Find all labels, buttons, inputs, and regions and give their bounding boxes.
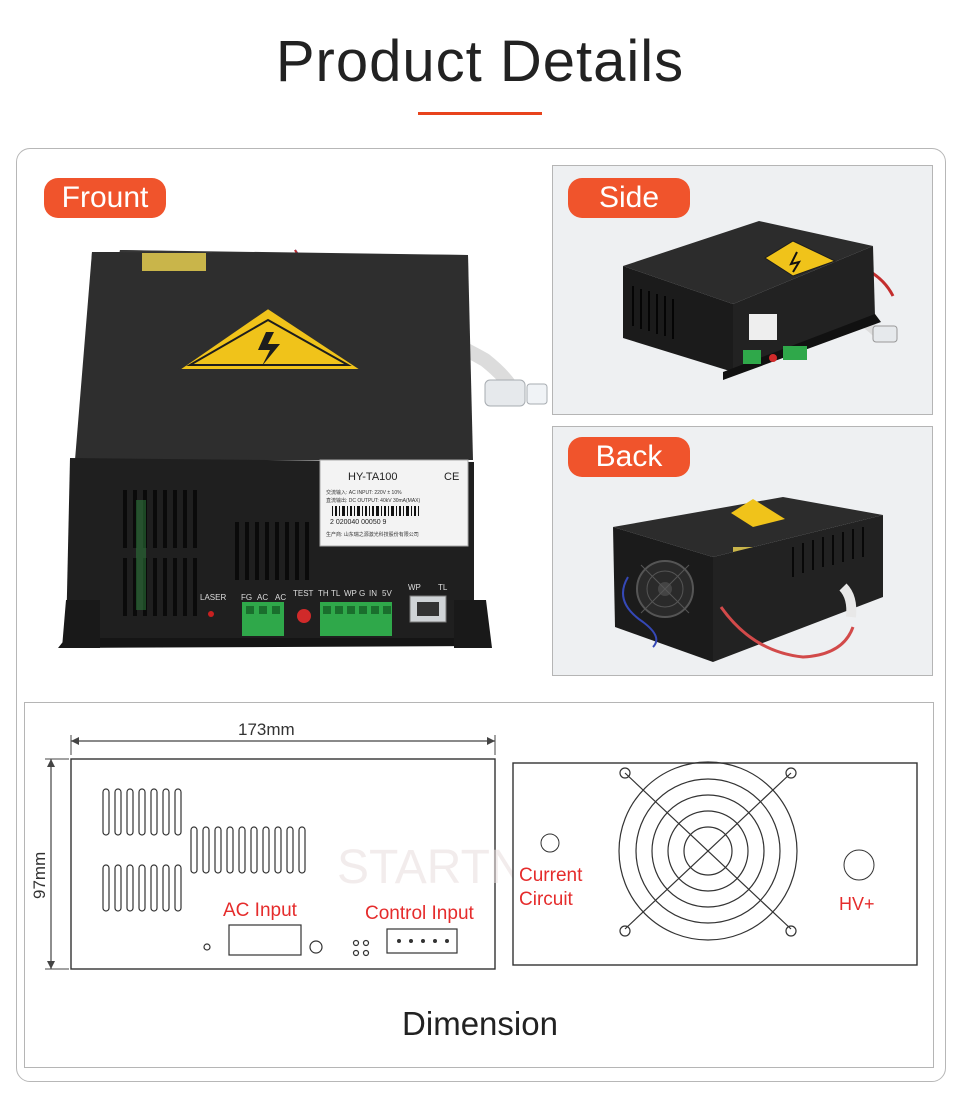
front-view-label: Frount [44,178,166,218]
terminal-in-label: IN [369,589,377,598]
terminal-5v-label: 5V [382,589,392,598]
current-circuit-label-1: Current [519,865,583,886]
width-dimension: 173mm [238,720,295,739]
hv-plus-label: HV+ [839,894,875,914]
dimension-title: Dimension [402,1005,558,1042]
side-view-label: Side [568,178,690,218]
terminal-ac1-label: AC [257,593,268,602]
ac-input-label: AC Input [223,900,298,921]
test-button [297,609,311,623]
control-terminal-block [320,602,392,636]
terminal-th-label: TH [318,589,329,598]
terminal-wp-label: WP [344,589,357,598]
label-line-1: 交流输入: AC INPUT: 220V ± 10% [326,489,402,496]
terminal-test-label: TEST [293,589,314,598]
page-title: Product Details [275,29,685,94]
title-underline [418,112,542,115]
height-dimension: 97mm [30,852,49,899]
back-dimension-drawing: Current Circuit HV+ [512,761,918,966]
port-tl-label: TL [438,583,448,592]
manufacturer-label: 生产商: 山东瑞之源激光科技股份有限公司 [326,531,419,538]
terminal-tl-label: TL [331,589,341,598]
terminal-fg-label: FG [241,593,252,602]
ce-mark: CE [444,471,459,483]
port-wp-label: WP [408,583,421,592]
barcode [332,506,419,516]
terminal-ac2-label: AC [275,593,286,602]
model-label: HY-TA100 [348,471,398,483]
barcode-number: 2 020040 00050 9 [330,519,387,526]
front-dimension-drawing: 173mm 97mm AC Input [30,720,608,970]
back-view-label: Back [568,437,690,477]
current-circuit-label-2: Circuit [519,889,574,910]
terminal-laser-label: LASER [200,593,226,602]
dimension-box: 173mm 97mm AC Input [24,702,934,1068]
front-view-photo: HY-TA100 CE 交流输入: AC INPUT: 220V ± 10% 直… [58,249,548,648]
terminal-g-label: G [359,589,365,598]
label-line-2: 直流输出: DC OUTPUT: 40kV 30mA(MAX) [326,497,421,504]
laser-led [208,611,214,617]
control-input-label: Control Input [365,903,475,924]
